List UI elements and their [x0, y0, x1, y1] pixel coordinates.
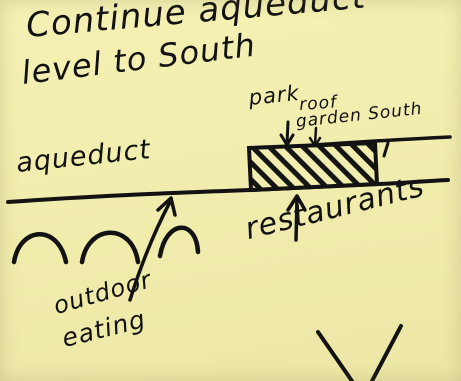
v-stroke-left: [316, 330, 354, 381]
arch-3: [157, 225, 201, 259]
aqueduct-line: [6, 178, 450, 204]
restaurants-arrowhead: [286, 194, 307, 212]
outdoor-arrowhead: [156, 196, 177, 217]
tick-mark: [382, 141, 390, 158]
garden-arrowhead: [308, 136, 322, 148]
arch-1: [11, 232, 69, 265]
hatched-block: [246, 140, 380, 193]
arch-2: [79, 230, 141, 265]
park-arrow: [285, 120, 290, 146]
v-stroke-right: [370, 324, 403, 381]
outdoor-arrow: [128, 200, 172, 302]
restaurants-arrow: [294, 196, 299, 242]
park-arrowhead: [279, 133, 295, 147]
garden-arrow: [313, 126, 318, 147]
